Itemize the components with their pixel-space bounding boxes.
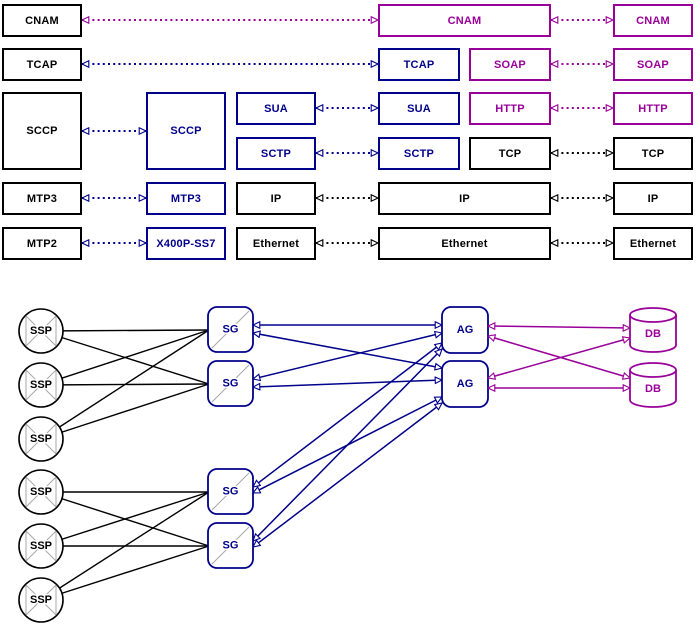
ssp-label: SSP xyxy=(30,594,52,606)
stack-box-x400p-ss7: X400P-SS7 xyxy=(146,227,226,260)
link-ssp-3-sg-2 xyxy=(40,383,210,440)
ssp-cross-icon xyxy=(25,423,57,455)
link-ssp-1-sg-1 xyxy=(40,329,210,332)
sg-diagonal-icon xyxy=(211,526,250,565)
ssp-label: SSP xyxy=(30,325,52,337)
link-ssp-2-sg-1 xyxy=(40,329,210,386)
stack-box-cnam: CNAM xyxy=(2,4,82,37)
link-ssp-6-sg-3 xyxy=(40,491,210,601)
stack-box-ip: IP xyxy=(378,182,551,215)
stack-box-soap: SOAP xyxy=(469,48,551,81)
ssp-node-6: SSP xyxy=(18,577,64,623)
ssp-label: SSP xyxy=(30,540,52,552)
sg-node-4: SG xyxy=(207,522,254,569)
stack-box-tcp: TCP xyxy=(469,137,551,170)
ag-label: AG xyxy=(457,378,474,390)
sg-label: SG xyxy=(223,540,239,552)
sg-label: SG xyxy=(223,324,239,336)
link-sg-2-ag-1 xyxy=(253,333,442,379)
db-node-1: DB xyxy=(629,307,677,353)
stack-box-ethernet: Ethernet xyxy=(613,227,693,260)
ssp-cross-icon xyxy=(25,369,57,401)
stack-box-mtp3: MTP3 xyxy=(2,182,82,215)
sg-label: SG xyxy=(223,378,239,390)
link-sg-2-ag-2 xyxy=(253,380,442,387)
stack-box-sua: SUA xyxy=(236,92,316,125)
stack-box-sctp: SCTP xyxy=(236,137,316,170)
db-cylinder-top-icon xyxy=(629,307,677,323)
link-ag-2-db-1 xyxy=(488,338,630,378)
stack-box-http: HTTP xyxy=(469,92,551,125)
stack-box-sccp: SCCP xyxy=(146,92,226,170)
ag-label: AG xyxy=(457,324,474,336)
stack-box-mtp2: MTP2 xyxy=(2,227,82,260)
sg-node-1: SG xyxy=(207,306,254,353)
stack-box-http: HTTP xyxy=(613,92,693,125)
ag-node-1: AG xyxy=(441,306,489,354)
stack-box-tcp: TCP xyxy=(613,137,693,170)
stack-box-cnam: CNAM xyxy=(613,4,693,37)
db-node-2: DB xyxy=(629,362,677,408)
sg-diagonal-icon xyxy=(211,472,250,511)
ssp-cross-icon xyxy=(25,476,57,508)
link-ag-1-db-1 xyxy=(488,326,630,328)
link-ssp-5-sg-3 xyxy=(40,491,210,547)
ssp-node-3: SSP xyxy=(18,416,64,462)
sg-label: SG xyxy=(223,486,239,498)
sg-node-2: SG xyxy=(207,360,254,407)
link-ssp-3-sg-1 xyxy=(40,329,210,440)
ssp-node-5: SSP xyxy=(18,523,64,569)
ssp-cross-icon xyxy=(25,530,57,562)
stack-box-tcap: TCAP xyxy=(378,48,460,81)
stack-box-mtp3: MTP3 xyxy=(146,182,226,215)
sg-diagonal-icon xyxy=(211,310,250,349)
ssp-node-4: SSP xyxy=(18,469,64,515)
stack-box-cnam: CNAM xyxy=(378,4,551,37)
link-sg-3-ag-1 xyxy=(253,343,442,487)
ssp-label: SSP xyxy=(30,433,52,445)
stack-box-sccp: SCCP xyxy=(2,92,82,170)
stack-box-soap: SOAP xyxy=(613,48,693,81)
link-sg-4-ag-1 xyxy=(253,349,442,541)
db-label: DB xyxy=(645,328,661,340)
ag-node-2: AG xyxy=(441,360,489,408)
ssp-cross-icon xyxy=(25,584,57,616)
ssp-label: SSP xyxy=(30,486,52,498)
stack-box-ethernet: Ethernet xyxy=(378,227,551,260)
ssp-cross-icon xyxy=(25,315,57,347)
ssp-node-1: SSP xyxy=(18,308,64,354)
link-sg-4-ag-2 xyxy=(253,403,442,547)
stack-box-tcap: TCAP xyxy=(2,48,82,81)
stack-box-sua: SUA xyxy=(378,92,460,125)
db-label: DB xyxy=(645,383,661,395)
stack-box-ethernet: Ethernet xyxy=(236,227,316,260)
link-sg-1-ag-2 xyxy=(253,333,442,368)
ssp-node-2: SSP xyxy=(18,362,64,408)
ssp-label: SSP xyxy=(30,379,52,391)
stack-box-ip: IP xyxy=(613,182,693,215)
db-cylinder-top-icon xyxy=(629,362,677,378)
stack-box-ip: IP xyxy=(236,182,316,215)
link-ssp-6-sg-4 xyxy=(40,545,210,601)
sg-diagonal-icon xyxy=(211,364,250,403)
stack-box-sctp: SCTP xyxy=(378,137,460,170)
sg-node-3: SG xyxy=(207,468,254,515)
